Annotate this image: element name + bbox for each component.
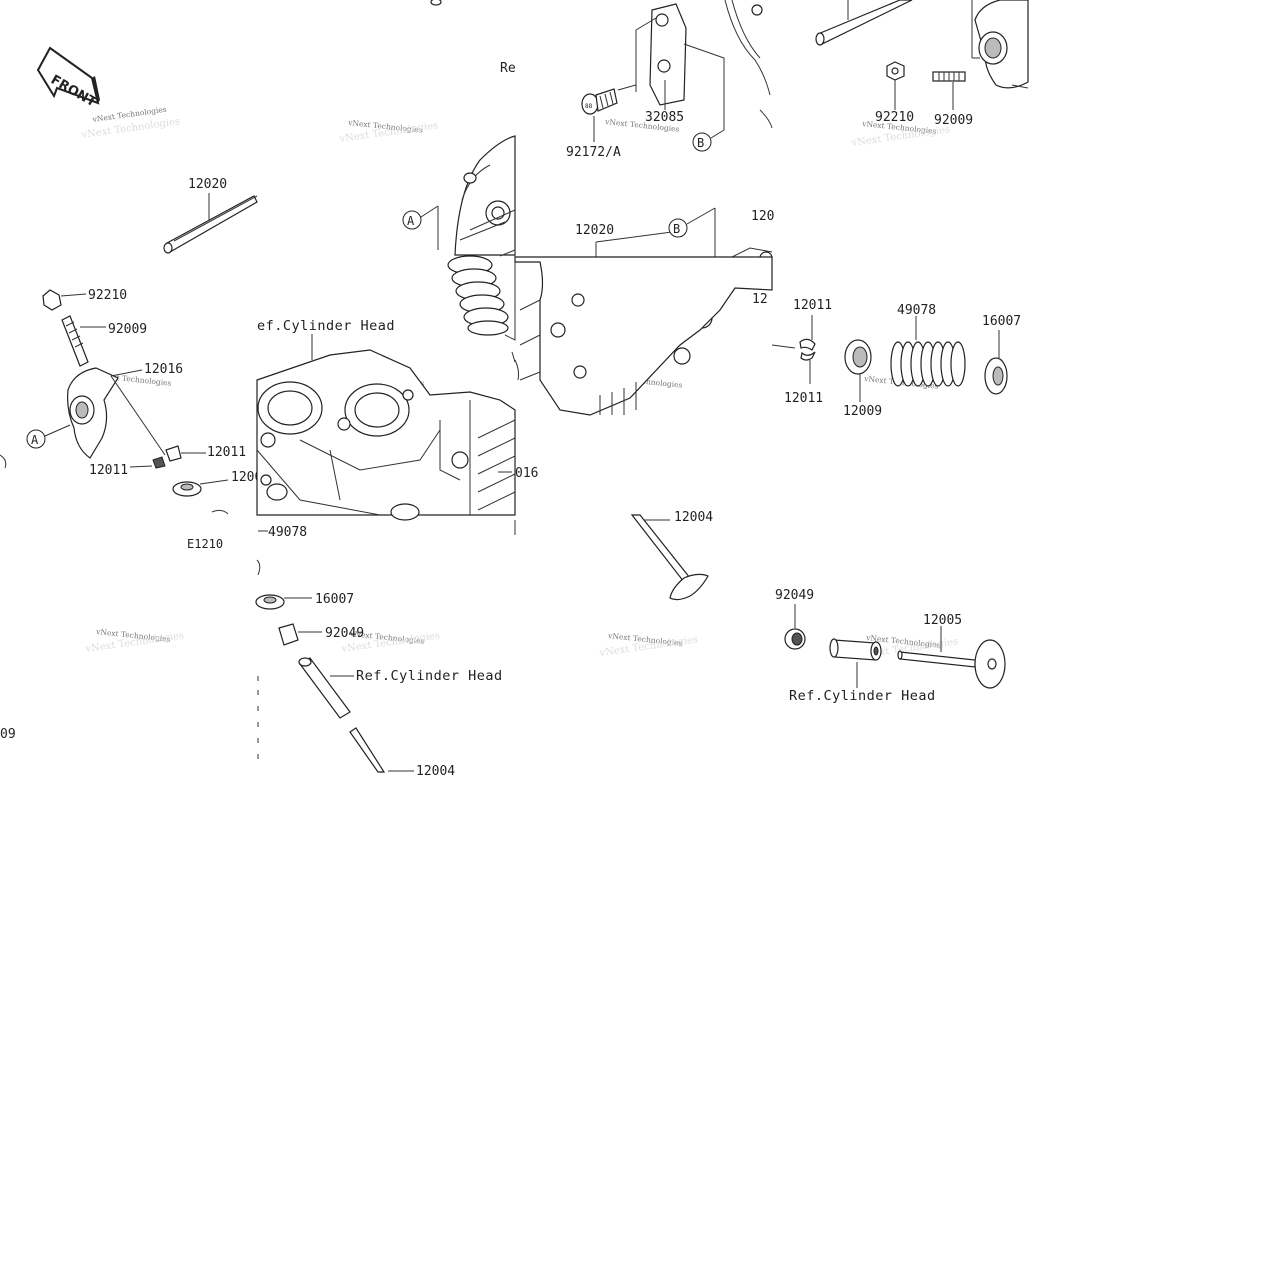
valve-guide-lower [298, 657, 354, 719]
cylinder-head-main [256, 349, 516, 521]
seal-92049-right [784, 604, 806, 650]
part-label-92009: 92009 [108, 322, 147, 337]
part-fragment [430, 0, 442, 6]
part-label-92210: 92210 [875, 110, 914, 125]
part-label-12009: 12009 [843, 404, 882, 419]
part-label-92049-truncated: 92049 [325, 626, 364, 641]
part-label-120-truncated: 120 [751, 209, 774, 224]
part-label-12020: 12020 [575, 223, 614, 238]
cylinder-head-fragment-center [514, 256, 773, 416]
circle-b-label: B [673, 222, 680, 236]
pushrod-12020-left [163, 193, 258, 254]
cylinder-head-fragment-top [454, 135, 516, 256]
part-label-16007: 16007 [315, 592, 354, 607]
nut-92210-right [886, 61, 905, 110]
part-label-12004-truncated: 12004 [416, 764, 455, 779]
svg-text:88: 88 [585, 103, 593, 110]
circle-a-label: A [31, 433, 39, 447]
collet-12011-right [799, 315, 816, 384]
valve-12004-lower [349, 727, 414, 773]
seat-16007-right [984, 330, 1008, 395]
part-label-12016: 12016 [144, 362, 183, 377]
rocker-arm-right [971, 0, 1029, 89]
part-label-re: Re [500, 61, 516, 76]
part-label-1200-truncated: 1200 [231, 470, 262, 485]
rocker-shaft-right [815, 0, 913, 46]
part-label-12011: 12011 [793, 298, 832, 313]
part-label-92210: 92210 [88, 288, 127, 303]
part-label-09-truncated: 09 [0, 727, 16, 742]
part-label-12011: 12011 [89, 463, 128, 478]
ref-cylinder-head-label: Ref.Cylinder Head [789, 688, 936, 704]
circle-b-label: B [697, 136, 704, 150]
part-label-49078: 49078 [897, 303, 936, 318]
circle-marker-a: A [402, 205, 439, 250]
retainer-12009-right [844, 339, 872, 402]
diagram-code: E1210 [187, 537, 223, 551]
part-label-12011: 12011 [784, 391, 823, 406]
seal-92049-lower [278, 623, 322, 646]
part-label-12011: 12011 [207, 445, 246, 460]
part-label-92172a: 92172/A [566, 145, 621, 160]
part-label-12005: 12005 [923, 613, 962, 628]
bolt-92172: 88 [581, 84, 637, 142]
ref-cylinder-head-label: ef.Cylinder Head [257, 318, 395, 334]
part-label-92049: 92049 [775, 588, 814, 603]
part-label-32085: 32085 [645, 110, 684, 125]
adjuster-screw-92009-right [932, 71, 966, 110]
gasket-32085 [635, 3, 725, 130]
rocker-arm-12016-left [67, 367, 166, 459]
part-label-92009: 92009 [934, 113, 973, 128]
valve-spring-49078-right [890, 316, 966, 387]
valve-guide-right [829, 638, 882, 688]
valve-spring-center [447, 249, 516, 363]
adjuster-screw-92009-left [61, 315, 106, 367]
circle-marker-a-left: A [0, 424, 71, 469]
ref-cylinder-head-label: Ref.Cylinder Head [356, 668, 503, 684]
front-arrow-icon: FRONT [36, 46, 100, 110]
retainer-left [172, 479, 229, 515]
part-label-12020: 12020 [188, 177, 227, 192]
seat-16007-lower [255, 594, 312, 610]
circle-a-label: A [407, 214, 415, 228]
part-label-016-truncated: 016 [515, 466, 538, 481]
valve-12005-right [897, 626, 1006, 689]
part-label-49078: 49078 [268, 525, 307, 540]
valve-12004-center [630, 514, 709, 601]
part-label-12004: 12004 [674, 510, 713, 525]
nut-92210-left [42, 289, 87, 311]
circle-marker-b-top: B [692, 0, 773, 152]
part-label-16007: 16007 [982, 314, 1021, 329]
collet-12011-left [129, 445, 206, 469]
part-label-12-truncated: 12 [752, 292, 768, 307]
